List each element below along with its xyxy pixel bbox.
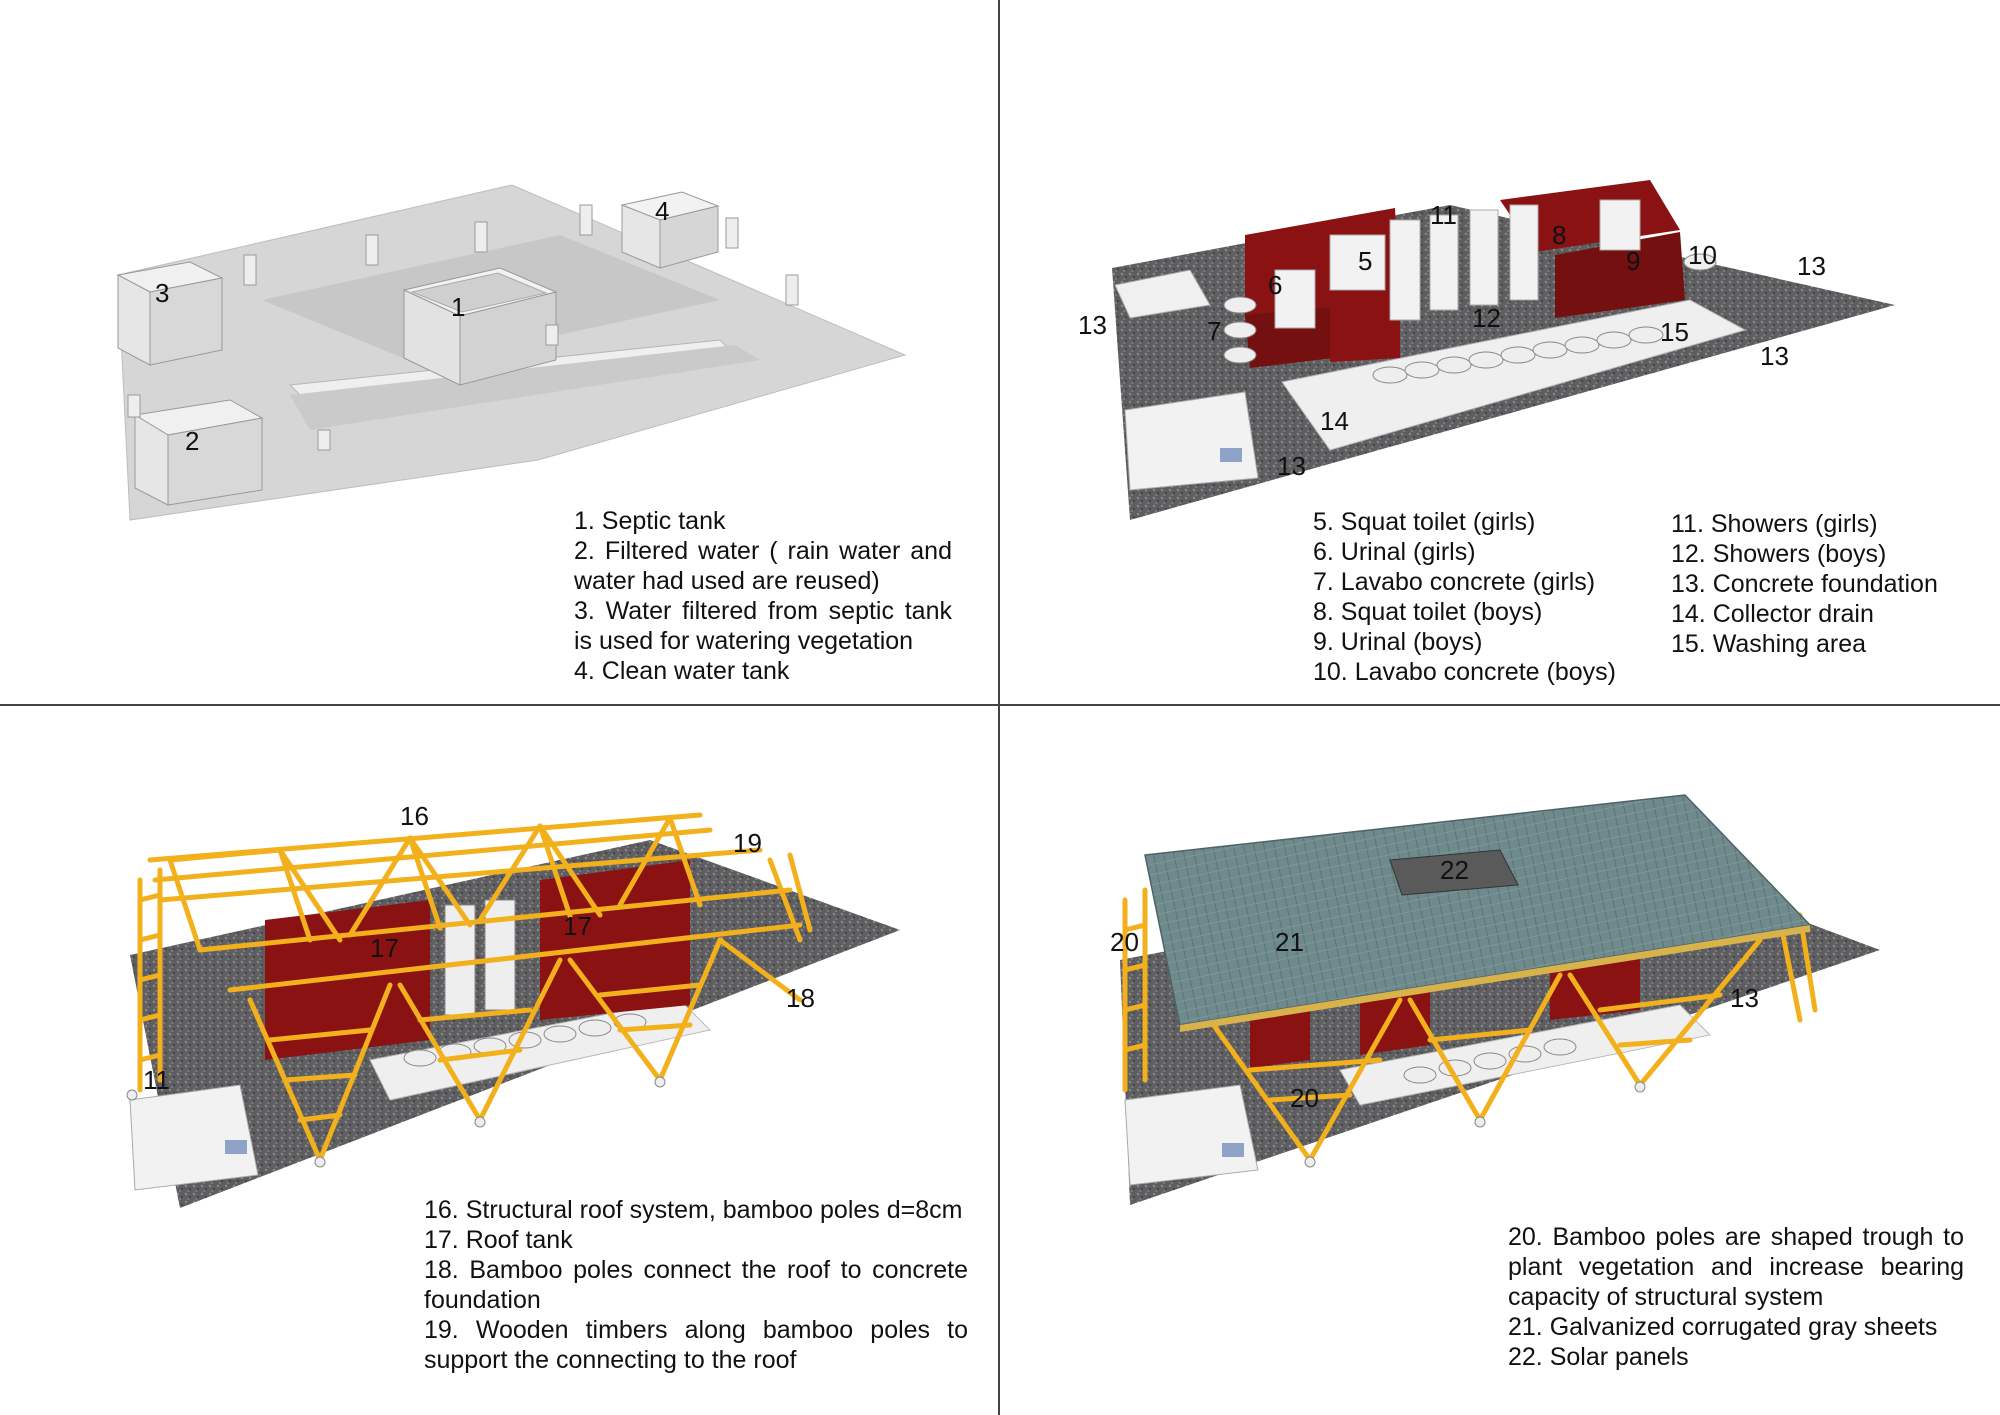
callout-roof-tank: 17 (370, 933, 399, 963)
legend-item: 10. Lavabo concrete (boys) (1313, 658, 1616, 686)
callout-urinal-girls: 6 (1268, 270, 1283, 300)
callout-concrete-foundation: 13 (1078, 310, 1107, 340)
callout-concrete-foundation: 13 (1760, 341, 1789, 371)
panel2-drawing (1112, 180, 1895, 520)
callout-showers: 11 (143, 1065, 170, 1095)
panel3-bamboo-frame (137, 812, 813, 1163)
callout-roof-tank: 17 (563, 911, 592, 941)
callout-bamboo-poles: 18 (786, 983, 815, 1013)
panel3-wall-right (540, 860, 690, 1020)
panel3-legend: 16. Structural roof system, bamboo poles… (424, 1195, 968, 1375)
solar-panel (1389, 849, 1519, 896)
legend-item: 3. Water filtered from septic tank is us… (574, 597, 952, 655)
panel1-legend: 1. Septic tank 2. Filtered water ( rain … (574, 506, 952, 686)
callout-urinal-boys: 9 (1626, 246, 1641, 276)
callout-lavabo-boys: 10 (1688, 240, 1717, 270)
panel1-lower-slab (290, 345, 760, 430)
filtered-tank-3 (116, 261, 224, 366)
legend-item: 11. Showers (girls) (1671, 510, 1878, 538)
panel4-drawing (1120, 794, 1880, 1205)
legend-item: 16. Structural roof system, bamboo poles… (424, 1196, 963, 1224)
panel3-foundation-pad (129, 1084, 259, 1191)
panel4-legend: 20. Bamboo poles are shaped trough to pl… (1508, 1222, 1964, 1372)
panel4-bamboo-legs (1122, 887, 1818, 1163)
panel4-foundation-pad (1124, 1084, 1259, 1186)
horizontal-divider (0, 704, 2000, 706)
septic-tank (402, 267, 558, 386)
callout-squat-toilet-boys: 8 (1552, 220, 1567, 250)
callout-concrete-foundation: 13 (1797, 251, 1826, 281)
clean-water-tank (620, 191, 720, 269)
callout-concrete-foundation: 13 (1277, 451, 1306, 481)
callout-concrete-foundation: 13 (1730, 983, 1759, 1013)
panel2-legend-right: 11. Showers (girls) 12. Showers (boys) 1… (1671, 509, 1938, 659)
legend-item: 15. Washing area (1671, 630, 1867, 658)
callout-septic-tank: 1 (451, 292, 466, 322)
legend-item: 18. Bamboo poles connect the roof to con… (424, 1256, 968, 1314)
callout-bamboo-trough: 20 (1290, 1083, 1319, 1113)
vertical-divider (998, 0, 1000, 1415)
callout-showers-boys: 12 (1472, 303, 1501, 333)
callout-lavabo-girls: 7 (1207, 316, 1222, 346)
callout-clean-water-tank: 4 (655, 196, 670, 226)
panel2-washing-cylinders (1372, 326, 1664, 384)
legend-item: 19. Wooden timbers along bamboo poles to… (424, 1316, 968, 1374)
callout-solar-panels: 22 (1440, 855, 1469, 885)
legend-item: 2. Filtered water ( rain water and water… (574, 537, 952, 595)
filtered-tank-2 (133, 399, 264, 506)
callout-washing-area: 15 (1660, 317, 1689, 347)
callout-wooden-timbers: 19 (733, 828, 762, 858)
panel4-roof-edge (1180, 925, 1810, 1032)
legend-item: 14. Collector drain (1671, 600, 1874, 628)
legend-item: 7. Lavabo concrete (girls) (1313, 568, 1596, 596)
legend-item: 13. Concrete foundation (1671, 570, 1938, 598)
legend-item: 17. Roof tank (424, 1226, 573, 1254)
legend-item: 8. Squat toilet (boys) (1313, 598, 1543, 626)
callout-bamboo-trough: 20 (1110, 927, 1139, 957)
panel2-foundation-pad-left (1114, 269, 1211, 319)
callout-showers-girls: 11 (1430, 200, 1457, 230)
panel2-legend-left: 5. Squat toilet (girls) 6. Urinal (girls… (1313, 507, 1616, 687)
panel2-foundation-pad-bottom (1124, 391, 1259, 491)
panel3-drawing (126, 812, 900, 1208)
legend-item: 6. Urinal (girls) (1313, 538, 1476, 566)
legend-item: 22. Solar panels (1508, 1343, 1689, 1371)
legend-item: 9. Urinal (boys) (1313, 628, 1483, 656)
legend-item: 4. Clean water tank (574, 657, 790, 685)
callout-filtered-water: 2 (185, 426, 200, 456)
callout-roof-sheets: 21 (1275, 927, 1304, 957)
legend-item: 21. Galvanized corrugated gray sheets (1508, 1313, 1938, 1341)
panel1-drawing (116, 184, 907, 521)
legend-item: 1. Septic tank (574, 507, 726, 535)
legend-item: 20. Bamboo poles are shaped trough to pl… (1508, 1223, 1964, 1311)
panel2-wall-boys-front (1555, 232, 1685, 318)
legend-item: 5. Squat toilet (girls) (1313, 508, 1536, 536)
callout-filtered-septic: 3 (155, 278, 170, 308)
callout-structural-roof: 16 (400, 801, 429, 831)
callout-collector-drain: 14 (1320, 406, 1349, 436)
callout-squat-toilet-girls: 5 (1358, 246, 1373, 276)
legend-item: 12. Showers (boys) (1671, 540, 1887, 568)
